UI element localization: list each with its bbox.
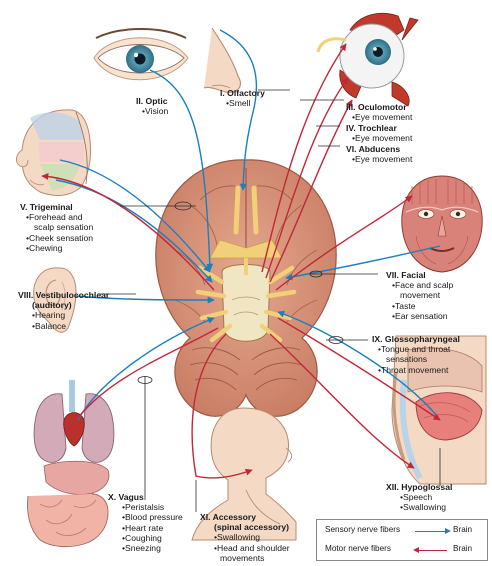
hypoglossal-item: Speech xyxy=(386,492,452,502)
legend-motor-label: Motor nerve fibers xyxy=(325,544,391,553)
optic-title: II. Optic xyxy=(136,96,168,106)
nose-illustration xyxy=(203,27,241,93)
hypoglossal-item: Swallowing xyxy=(386,502,452,512)
trigeminal-item: Forehead and xyxy=(20,212,93,222)
glossopharyngeal-item: sensations xyxy=(386,354,428,365)
glossopharyngeal-item: Throat movement xyxy=(372,365,460,375)
label-facial: VII. Facial Face and scalp movement Tast… xyxy=(386,270,453,321)
vagus-item: Coughing xyxy=(108,533,183,543)
eyeball-muscles-illustration xyxy=(316,13,419,107)
leader-lines xyxy=(98,89,441,512)
brain-inferior-view xyxy=(155,159,337,417)
motor-fibers xyxy=(41,43,441,479)
accessory-item: Swallowing xyxy=(200,532,290,542)
thoracic-organs-illustration xyxy=(27,380,115,548)
head-shoulder-illustration xyxy=(191,407,297,541)
facial-title: VII. Facial xyxy=(386,270,426,280)
label-oculomotor: III. Oculomotor Eye movement xyxy=(346,102,412,122)
glossopharyngeal-item: Tongue and throat xyxy=(372,344,460,354)
label-optic: II. Optic Vision xyxy=(136,96,168,116)
olfactory-item: Smell xyxy=(220,98,265,108)
oculomotor-title: III. Oculomotor xyxy=(346,102,407,112)
legend-motor-target: Brain xyxy=(453,544,473,553)
facial-item: movement xyxy=(400,290,441,301)
legend-sensory-arrowhead xyxy=(445,528,451,534)
glossopharyngeal-title: IX. Glossopharyngeal xyxy=(372,334,460,344)
trigeminal-title: V. Trigeminal xyxy=(20,202,73,212)
legend-motor-arrow xyxy=(415,550,447,551)
vagus-title: X. Vagus xyxy=(108,492,144,502)
eye-illustration xyxy=(93,28,189,81)
vestibulocochlear-subtitle: (auditory) xyxy=(32,300,72,311)
label-trigeminal: V. Trigeminal Forehead and scalp sensati… xyxy=(20,202,93,253)
vagus-item: Sneezing xyxy=(108,543,183,553)
label-vestibulocochlear: VIII. Vestibulocochlear (auditory) Heari… xyxy=(18,290,109,331)
accessory-item: Head and shoulder xyxy=(200,543,290,553)
legend-box: Sensory nerve fibers Brain Motor nerve f… xyxy=(316,519,488,561)
legend-sensory-label: Sensory nerve fibers xyxy=(325,525,401,534)
facial-item: Face and scalp xyxy=(386,280,453,290)
optic-item: Vision xyxy=(136,106,168,116)
vagus-item: Peristalsis xyxy=(108,502,183,512)
legend-sensory-arrow xyxy=(415,531,447,532)
trigeminal-item: Chewing xyxy=(20,243,93,253)
label-hypoglossal: XII. Hypoglossal Speech Swallowing xyxy=(386,482,452,513)
label-glossopharyngeal: IX. Glossopharyngeal Tongue and throat s… xyxy=(372,334,460,375)
oculomotor-item: Eye movement xyxy=(346,112,412,122)
label-vagus: X. Vagus Peristalsis Blood pressure Hear… xyxy=(108,492,183,553)
trigeminal-item: Cheek sensation xyxy=(20,233,93,243)
label-olfactory: I. Olfactory Smell xyxy=(220,88,265,108)
label-abducens: VI. Abducens Eye movement xyxy=(346,144,412,164)
vagus-item: Blood pressure xyxy=(108,512,183,522)
vestibulocochlear-item: Hearing xyxy=(18,310,109,320)
accessory-subtitle: (spinal accessory) xyxy=(214,522,289,533)
face-illustration xyxy=(15,109,91,196)
abducens-title: VI. Abducens xyxy=(346,144,401,154)
trochlear-title: IV. Trochlear xyxy=(346,123,397,133)
accessory-title: XI. Accessory xyxy=(200,512,257,522)
facial-muscles-illustration xyxy=(401,175,483,273)
accessory-item: movements xyxy=(220,552,265,563)
vestibulocochlear-item: Balance xyxy=(18,321,109,331)
sensory-fibers xyxy=(55,29,441,421)
trigeminal-item: scalp sensation xyxy=(34,222,94,233)
abducens-item: Eye movement xyxy=(346,154,412,164)
label-accessory: XI. Accessory (spinal accessory) Swallow… xyxy=(200,512,290,563)
legend-motor-arrowhead xyxy=(413,547,419,553)
facial-item: Taste xyxy=(386,301,453,311)
label-trochlear: IV. Trochlear Eye movement xyxy=(346,123,412,143)
hypoglossal-title: XII. Hypoglossal xyxy=(386,482,453,492)
vagus-item: Heart rate xyxy=(108,523,183,533)
legend-sensory-target: Brain xyxy=(453,525,473,534)
olfactory-title: I. Olfactory xyxy=(220,88,265,98)
trochlear-item: Eye movement xyxy=(346,133,412,143)
facial-item: Ear sensation xyxy=(386,311,453,321)
vestibulocochlear-title: VIII. Vestibulocochlear xyxy=(18,290,110,300)
